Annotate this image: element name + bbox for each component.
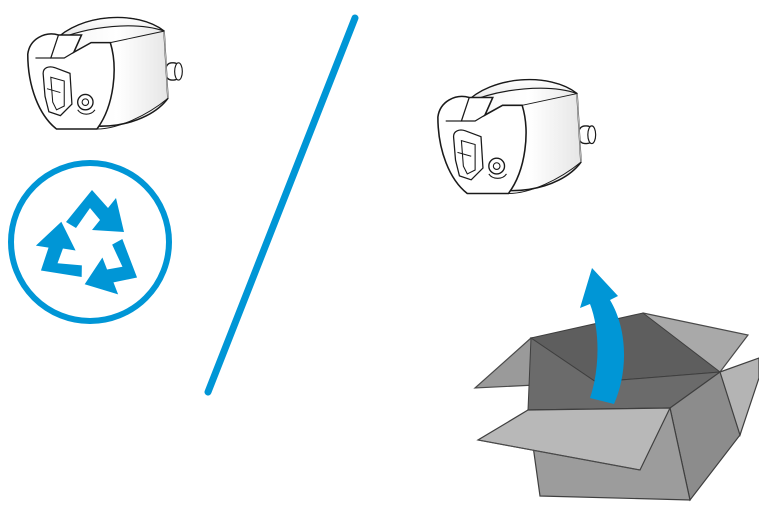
old-roller-image [28,18,183,129]
diagonal-divider [208,18,355,392]
recycle-icon [11,163,169,321]
new-roller-image [438,80,596,194]
